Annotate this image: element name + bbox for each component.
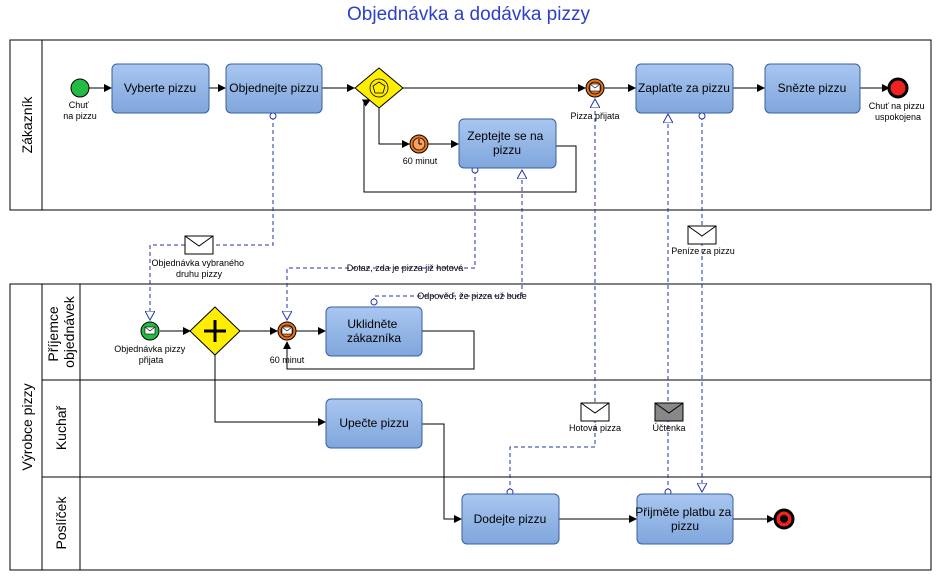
envelope-icon <box>687 225 717 245</box>
svg-text:Objednávka pizzy přijata: Objednávka pizzy přijata <box>114 344 188 365</box>
svg-text:60 minut: 60 minut <box>270 355 305 365</box>
lane-cook-label: Kuchař <box>53 405 69 450</box>
svg-text:Snězte pizzu: Snězte pizzu <box>778 81 847 95</box>
message-money-label: Peníze za pizzu <box>671 246 735 256</box>
event-gateway <box>354 67 404 109</box>
message-answer-label: Odpověď, že pizza už bude <box>417 291 527 301</box>
sequence-flows-producer <box>160 327 775 523</box>
timer-event-customer: 60 minut <box>403 134 438 166</box>
diagram-title: Objednávka a dodávka pizzy <box>347 4 590 25</box>
svg-text:Uklidněte zákazníka: Uklidněte zákazníka <box>347 317 401 345</box>
message-query-label: Dotaz, zda je pizza již hotová <box>347 263 464 273</box>
envelope-icon <box>580 402 610 422</box>
message-receipt-label: Účtenka <box>652 423 685 433</box>
parallel-gateway <box>189 306 241 356</box>
pool-customer-label: Zákazník <box>19 96 35 154</box>
start-event-customer: Chuť na pizzu <box>63 78 97 121</box>
message-ready-pizza-label: Hotová pizza <box>569 423 621 433</box>
task-calm-customer: Uklidněte zákazníka <box>325 306 423 357</box>
svg-text:Zeptejte se na pizzu: Zeptejte se na pizzu <box>467 129 546 157</box>
end-event-customer: Chuť na pizzu uspokojena <box>869 77 927 122</box>
envelope-icon <box>184 235 214 255</box>
svg-text:Objednejte pizzu: Objednejte pizzu <box>229 81 318 95</box>
svg-text:Dodejte pizzu: Dodejte pizzu <box>474 512 547 526</box>
svg-text:60 minut: 60 minut <box>403 156 438 166</box>
task-accept-payment: Přijměte platbu za pizzu <box>635 493 734 545</box>
task-order-pizza: Objednejte pizzu <box>225 63 323 114</box>
task-eat-pizza: Snězte pizzu <box>764 63 861 114</box>
task-choose-pizza: Vyberte pizzu <box>111 63 210 114</box>
message-event-query: 60 minut <box>270 321 305 365</box>
svg-text:Pizza přijata: Pizza přijata <box>570 111 619 121</box>
svg-text:Chuť na pizzu uspokojena: Chuť na pizzu uspokojena <box>869 101 927 122</box>
svg-text:Přijměte platbu za pizzu: Přijměte platbu za pizzu <box>635 505 734 533</box>
end-event-producer <box>773 508 795 530</box>
svg-text:Upečte pizzu: Upečte pizzu <box>339 416 408 430</box>
envelope-filled-icon <box>654 402 684 422</box>
lane-order-receiver-label: Příjemce objednávek <box>45 295 77 368</box>
task-pay-pizza: Zaplaťte za pizzu <box>635 63 734 114</box>
task-ask-pizza: Zeptejte se na pizzu <box>458 118 557 169</box>
svg-text:Vyberte pizzu: Vyberte pizzu <box>124 81 196 95</box>
message-order-label: Objednávka vybraného druhu pizzy <box>151 258 246 279</box>
start-event-order-received: Objednávka pizzy přijata <box>114 321 188 365</box>
message-event-pizza-received: Pizza přijata <box>570 78 620 121</box>
message-flows <box>150 99 702 492</box>
task-deliver-pizza: Dodejte pizzu <box>461 493 560 545</box>
pool-producer-label: Výrobce pizzy <box>19 383 35 470</box>
task-bake-pizza: Upečte pizzu <box>325 398 423 449</box>
lane-courier-label: Poslíček <box>53 496 69 550</box>
svg-text:Zaplaťte za pizzu: Zaplaťte za pizzu <box>638 81 730 95</box>
svg-text:Chuť na pizzu: Chuť na pizzu <box>63 100 97 121</box>
